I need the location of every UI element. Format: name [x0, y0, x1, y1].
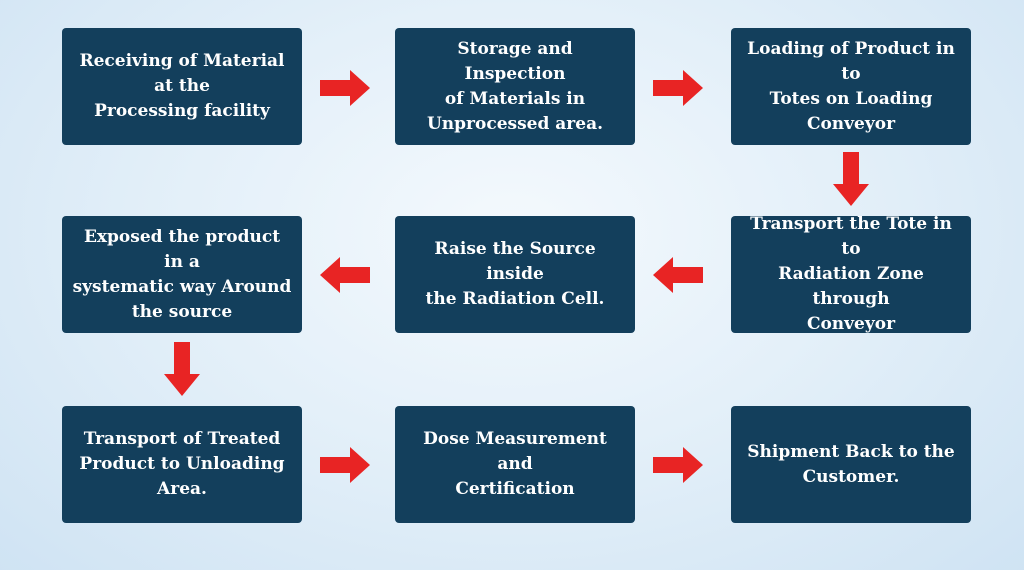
step-transport-tote: Transport the Tote in to Radiation Zone …: [731, 214, 971, 334]
arrow-left-icon: [320, 257, 370, 293]
step-label: Exposed the product in a systematic way …: [72, 226, 292, 322]
step-raise-source: Raise the Source inside the Radiation Ce…: [395, 216, 635, 333]
arrow-right-icon: [653, 447, 703, 483]
step-exposed-product: Exposed the product in a systematic way …: [62, 216, 302, 333]
step-label: Loading of Product in to Totes on Loadin…: [747, 38, 955, 134]
arrow-right-icon: [320, 70, 370, 106]
step-receiving-material: Receiving of Material at the Processing …: [62, 28, 302, 145]
arrow-down-icon: [164, 342, 200, 396]
arrow-right-icon: [320, 447, 370, 483]
step-storage-inspection: Storage and Inspection of Materials in U…: [395, 28, 635, 145]
arrow-left-icon: [653, 257, 703, 293]
step-dose-measurement: Dose Measurement and Certification: [395, 406, 635, 523]
step-label: Shipment Back to the Customer.: [747, 441, 955, 487]
step-label: Transport of Treated Product to Unloadin…: [79, 429, 285, 499]
step-shipment-back: Shipment Back to the Customer.: [731, 406, 971, 523]
step-label: Receiving of Material at the Processing …: [79, 51, 285, 121]
step-loading-totes: Loading of Product in to Totes on Loadin…: [731, 28, 971, 145]
step-label: Dose Measurement and Certification: [423, 429, 607, 499]
step-label: Transport the Tote in to Radiation Zone …: [750, 214, 952, 334]
arrow-right-icon: [653, 70, 703, 106]
step-label: Storage and Inspection of Materials in U…: [426, 38, 604, 134]
step-transport-treated: Transport of Treated Product to Unloadin…: [62, 406, 302, 523]
arrow-down-icon: [833, 152, 869, 206]
step-label: Raise the Source inside the Radiation Ce…: [425, 239, 605, 309]
